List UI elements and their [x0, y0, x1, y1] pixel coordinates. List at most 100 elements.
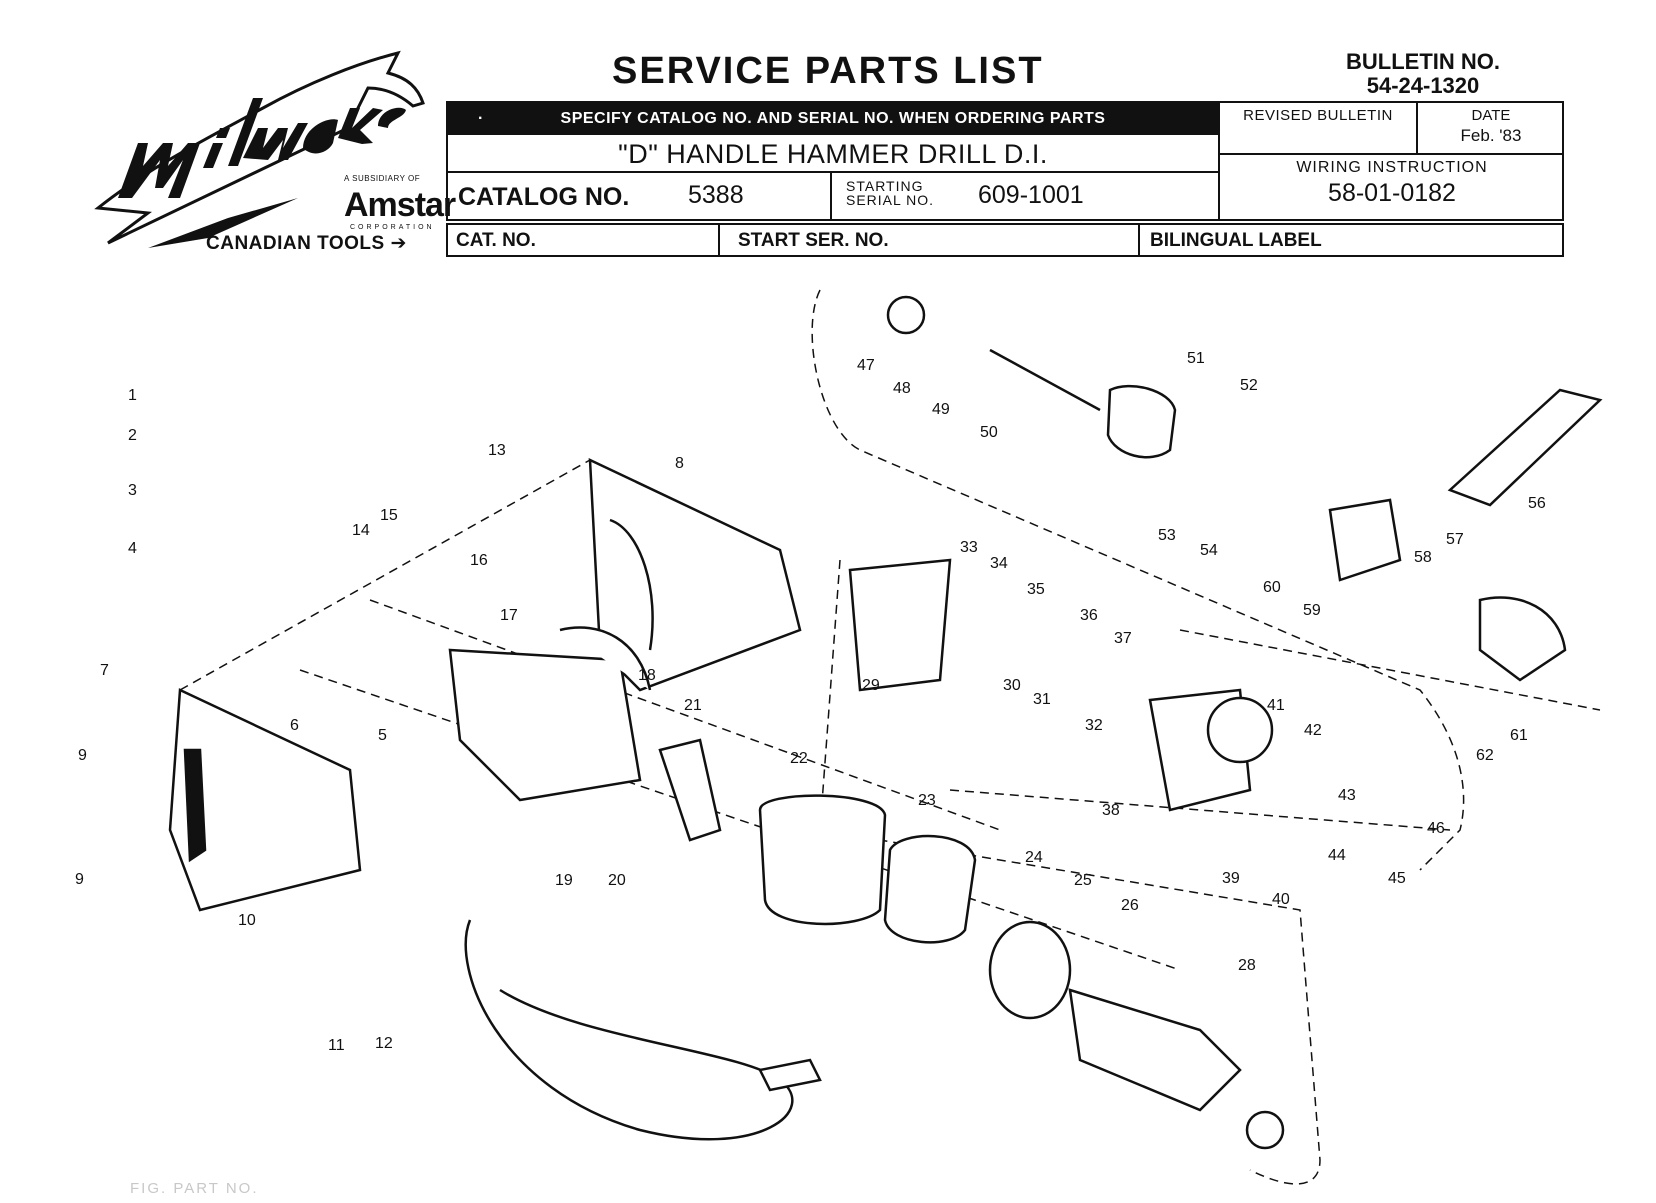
canadian-table: CAT. NO. START SER. NO. BILINGUAL LABEL: [446, 223, 1564, 257]
corporation-text: CORPORATION: [350, 224, 435, 231]
handle-half-7: [168, 688, 362, 912]
part-number-label: 60: [1263, 579, 1281, 596]
part-number-label: 24: [1025, 849, 1043, 866]
part-number-label: 43: [1338, 787, 1356, 804]
housing-18: [559, 626, 652, 691]
plug: [758, 1058, 822, 1092]
wiring-instruction-box: WIRING INSTRUCTION 58-01-0182: [1220, 153, 1564, 219]
bulletin-value: 54-24-1320: [1366, 73, 1480, 98]
part-number-label: 35: [1027, 581, 1045, 598]
page-title: SERVICE PARTS LIST: [612, 50, 1044, 92]
part-number-label: 37: [1114, 630, 1132, 647]
part-shapes: [168, 295, 1603, 1150]
part-number-label: 40: [1272, 891, 1290, 908]
part-number-label: 3: [128, 482, 137, 499]
catalog-row: CATALOG NO. 5388 STARTING SERIAL NO. 609…: [448, 173, 1218, 219]
part-number-label: 2: [128, 427, 137, 444]
specify-note: SPECIFY CATALOG NO. AND SERIAL NO. WHEN …: [560, 110, 1106, 127]
part-number-label: 14: [352, 522, 370, 539]
part-number-label: 62: [1476, 747, 1494, 764]
part-number-label: 18: [638, 667, 656, 684]
handle-half-13: [588, 457, 802, 692]
wiring-label: WIRING INSTRUCTION: [1296, 159, 1488, 176]
serial-value: 609-1001: [978, 181, 1084, 209]
bulletin-block: BULLETIN NO. 54-24-1320: [1318, 50, 1528, 98]
part-number-label: 5: [378, 727, 387, 744]
part-number-label: 26: [1121, 897, 1139, 914]
armature-26: [1068, 988, 1242, 1112]
starting-label: STARTING: [846, 178, 924, 194]
part-number-label: 57: [1446, 531, 1464, 548]
part-number-label: 53: [1158, 527, 1176, 544]
part-number-label: 44: [1328, 847, 1346, 864]
part-number-label: 11: [328, 1037, 345, 1054]
part-number-label: 25: [1074, 872, 1092, 889]
serial-label: SERIAL NO.: [846, 192, 935, 208]
subsidiary-text: A SUBSIDIARY OF: [344, 174, 421, 183]
collar-51: [1106, 384, 1177, 459]
part-number-label: 34: [990, 555, 1008, 572]
motor-housing-19: [448, 648, 642, 802]
part-number-label: 19: [555, 872, 573, 889]
footer-faint-text: FIG. PART NO.: [130, 1180, 259, 1197]
part-number-label: 13: [488, 442, 506, 459]
part-number-label: 61: [1510, 727, 1528, 744]
part-number-label: 17: [500, 607, 518, 624]
part-number-label: 12: [375, 1035, 393, 1052]
part-number-label: 41: [1267, 697, 1285, 714]
cord-12: [464, 919, 794, 1141]
part-number-label: 49: [932, 401, 950, 418]
revised-bulletin-label: REVISED BULLETIN: [1243, 107, 1393, 124]
arrow-right-icon: ➔: [390, 233, 407, 254]
gear-plate-29: [848, 558, 952, 692]
part-number-label: 48: [893, 380, 911, 397]
canadian-tools-label: CANADIAN TOOLS ➔: [206, 232, 407, 255]
part-number-label: 28: [1238, 957, 1256, 974]
part-number-label: 9: [78, 747, 87, 764]
milwaukee-logo: A SUBSIDIARY OF Amstar CORPORATION: [88, 48, 456, 263]
part-number-label: 36: [1080, 607, 1098, 624]
spindle-50: [989, 348, 1101, 412]
date-box: DATE Feb. '83: [1416, 103, 1564, 153]
part-number-label: 15: [380, 507, 398, 524]
handle-grip: [183, 748, 207, 863]
side-handle-56: [1447, 388, 1603, 507]
part-number-label: 22: [790, 750, 808, 767]
catalog-label: CATALOG NO.: [458, 183, 630, 211]
start-ser-no-label: START SER. NO.: [738, 230, 889, 251]
part-number-label: 47: [857, 357, 875, 374]
bulletin-label: BULLETIN NO.: [1346, 49, 1500, 74]
bearing-28: [1245, 1110, 1285, 1150]
part-number-label: 52: [1240, 377, 1258, 394]
part-number-label: 23: [918, 792, 936, 809]
chuck-61: [1478, 596, 1567, 682]
part-number-label: 8: [675, 455, 684, 472]
part-number-label: 6: [290, 717, 299, 734]
brush-holder-21: [658, 738, 722, 842]
part-number-label: 20: [608, 872, 626, 889]
part-number-label: 33: [960, 539, 978, 556]
gear-case-collar: [1206, 696, 1274, 764]
part-number-label: 51: [1187, 350, 1205, 367]
date-label: DATE: [1471, 107, 1511, 124]
part-number-label: 29: [862, 677, 880, 694]
part-number-label: 10: [238, 912, 256, 929]
header-table: · SPECIFY CATALOG NO. AND SERIAL NO. WHE…: [446, 101, 1564, 221]
part-number-label: 16: [470, 552, 488, 569]
handle-inner-line: [609, 518, 654, 651]
part-number-label: 7: [100, 662, 109, 679]
part-number-label: 1: [128, 387, 137, 404]
bullet-dot-icon: ·: [478, 110, 484, 127]
amstar-logo-text: Amstar: [344, 186, 456, 224]
part-number-label: 42: [1304, 722, 1322, 739]
part-number-label: 31: [1033, 691, 1051, 708]
specify-note-bar: · SPECIFY CATALOG NO. AND SERIAL NO. WHE…: [448, 103, 1218, 135]
part-number-label: 9: [75, 871, 84, 888]
bearing-47: [886, 295, 926, 335]
column-divider: [1138, 225, 1140, 255]
clamp-59: [1328, 498, 1402, 582]
part-number-label: 4: [128, 540, 137, 557]
